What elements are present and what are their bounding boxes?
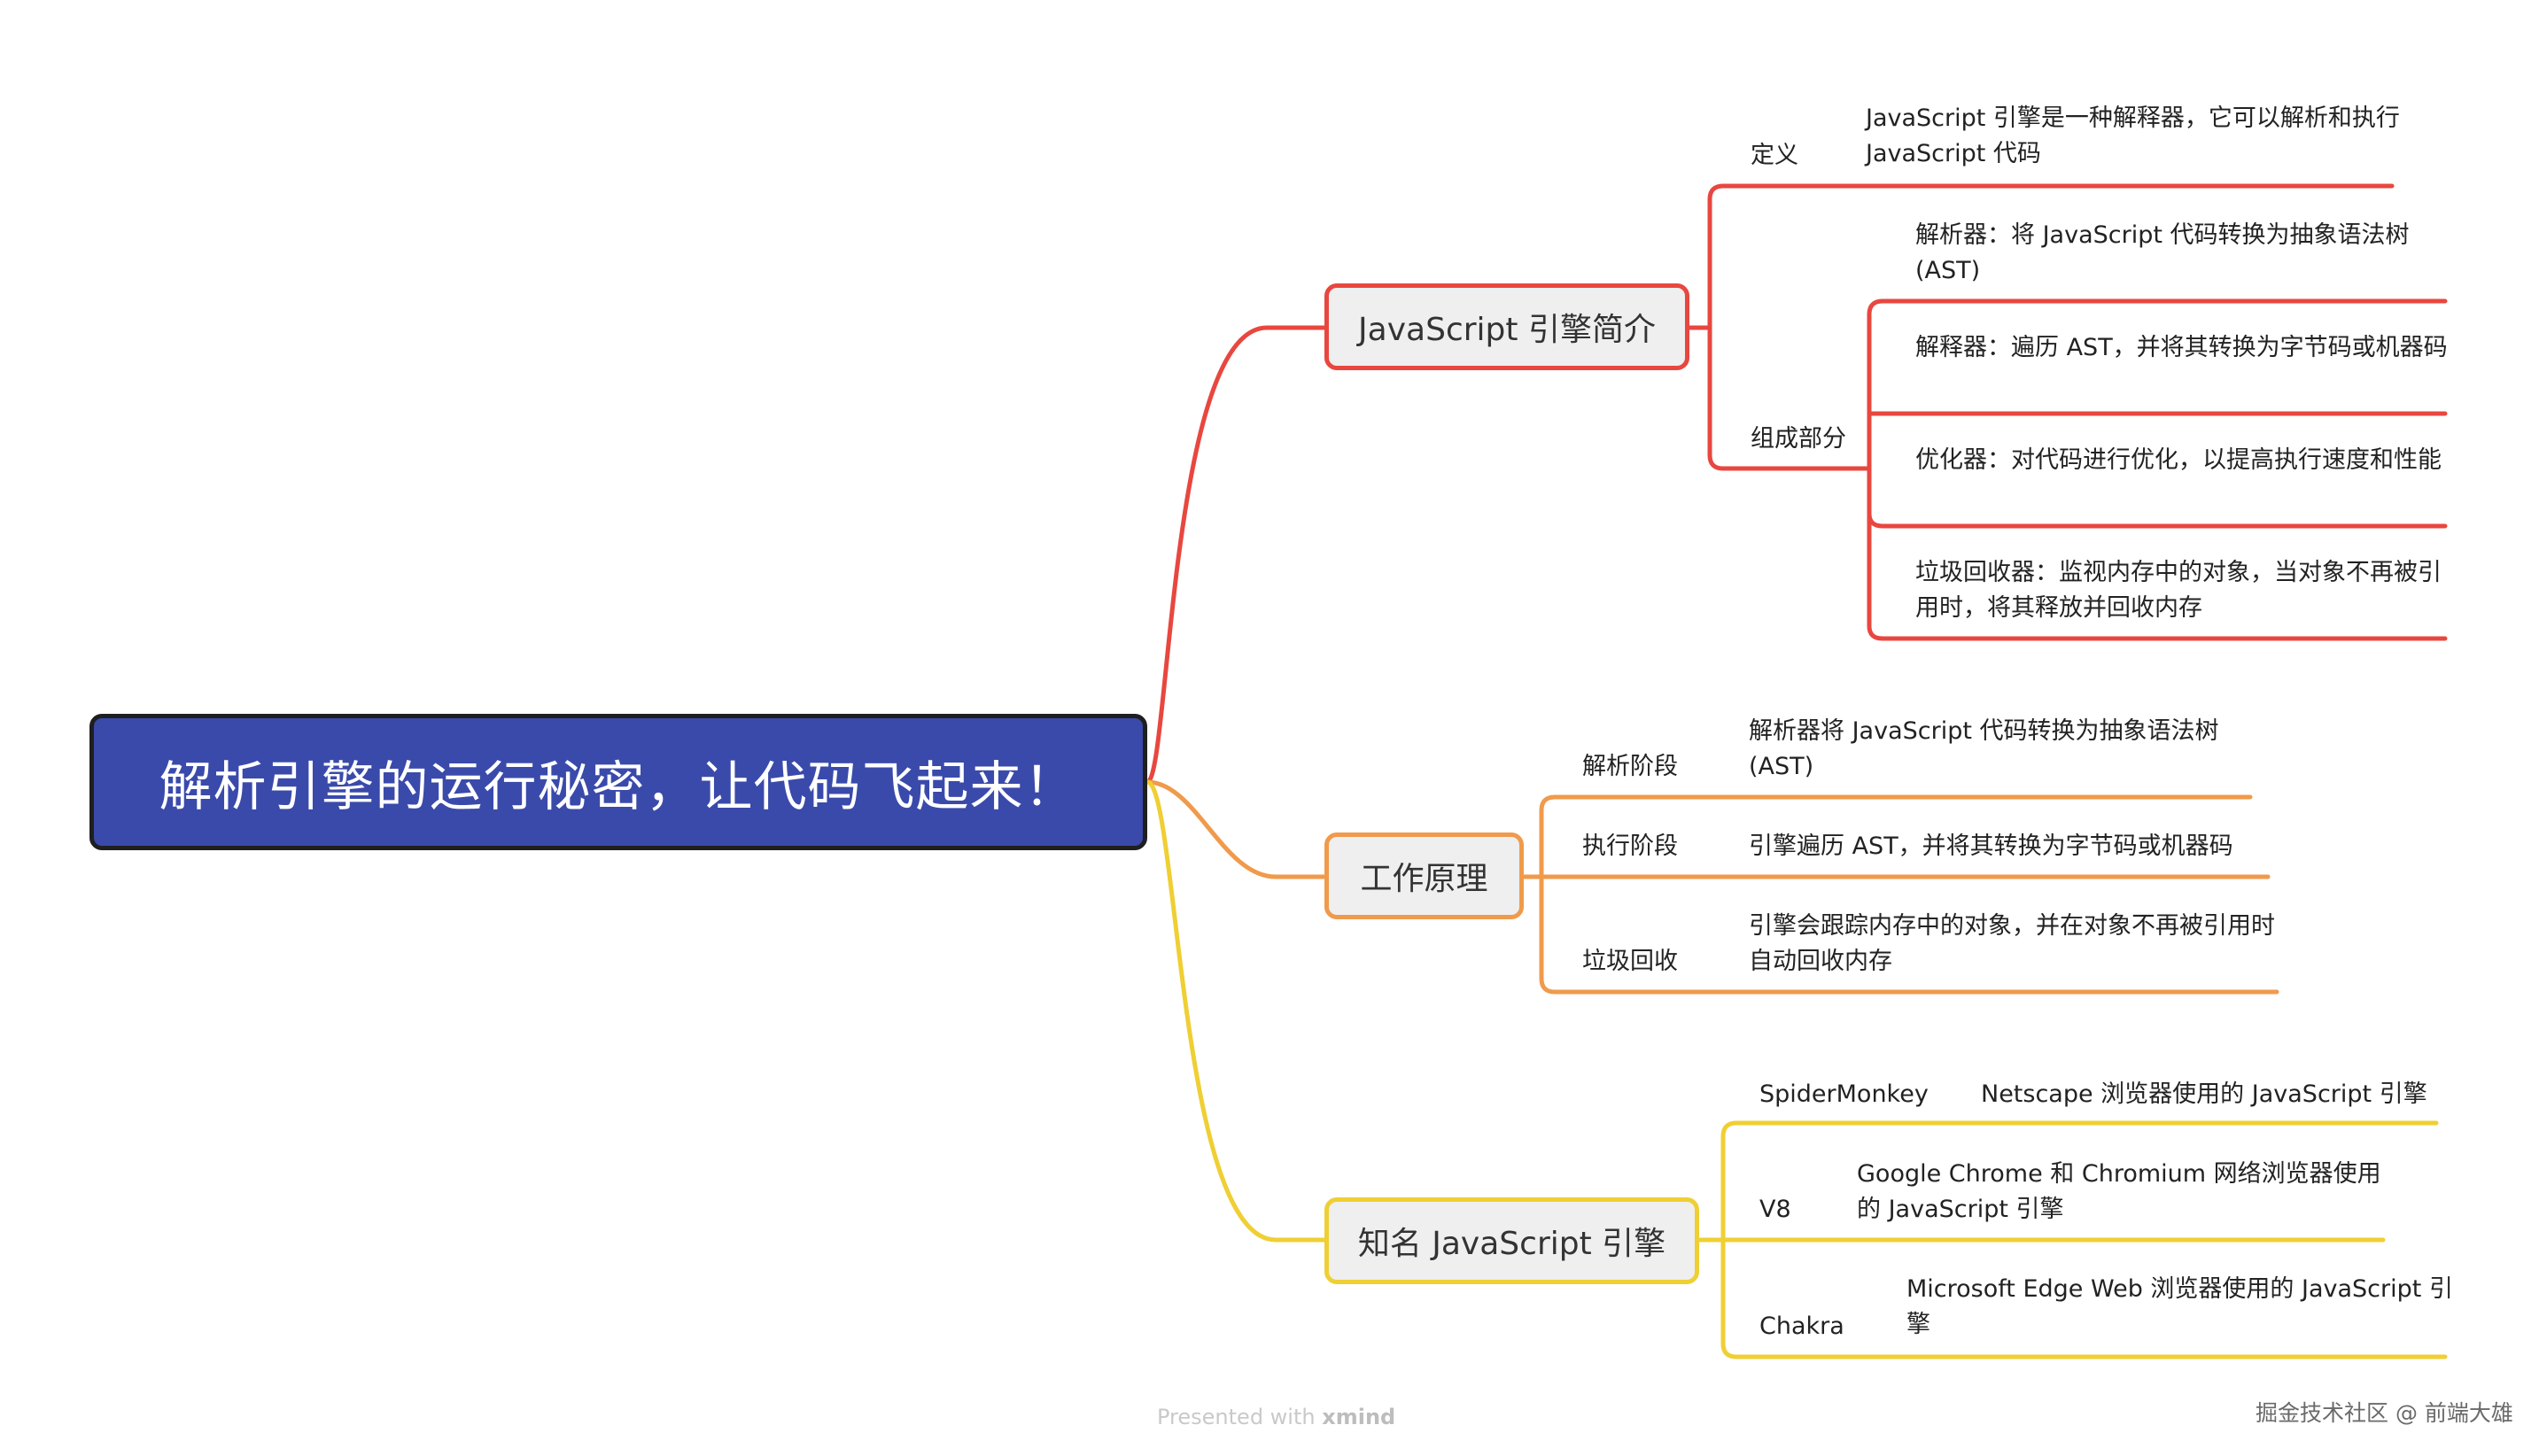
connector-line	[1145, 779, 1327, 879]
connector-line	[1145, 325, 1327, 785]
root-title: 解析引擎的运行秘密，让代码飞起来！	[159, 755, 1078, 818]
subtopic-label-chakra: Chakra	[1759, 1313, 1844, 1340]
presented-with-xmind: Presented with xmind	[1157, 1405, 1396, 1429]
subtopic-label-definition: 定义	[1751, 142, 1798, 169]
subtopic-label-gc: 垃圾回收	[1582, 948, 1678, 975]
connector-line	[1707, 183, 2395, 330]
component-parser: 解析器：将 JavaScript 代码转换为抽象语法树 (AST)	[1915, 221, 2410, 284]
chakra-text: Microsoft Edge Web 浏览器使用的 JavaScript 引擎	[1906, 1275, 2453, 1338]
connector-line	[1720, 1237, 2448, 1359]
component-gc: 垃圾回收器：监视内存中的对象，当对象不再被引用时，将其释放并回收内存	[1915, 559, 2442, 622]
v8-text: Google Chrome 和 Chromium 网络浏览器使用的 JavaSc…	[1857, 1160, 2381, 1223]
xmind-brand: xmind	[1322, 1405, 1396, 1429]
subtopic-label-parse-phase: 解析阶段	[1582, 753, 1678, 780]
exec-phase-text: 引擎遍历 AST，并将其转换为字节码或机器码	[1749, 833, 2233, 860]
gc-text: 引擎会跟踪内存中的对象，并在对象不再被引用时自动回收内存	[1749, 912, 2275, 975]
root-topic[interactable]: 解析引擎的运行秘密，让代码飞起来！	[89, 714, 1147, 850]
topic-title: 知名 JavaScript 引擎	[1357, 1226, 1666, 1262]
connector-line	[1539, 874, 2279, 995]
topic-title: JavaScript 引擎简介	[1358, 312, 1656, 348]
component-interpreter: 解释器：遍历 AST，并将其转换为字节码或机器码	[1915, 334, 2448, 361]
subtopic-label-exec-phase: 执行阶段	[1582, 833, 1678, 860]
topic-title: 工作原理	[1360, 861, 1488, 897]
subtopic-label-v8: V8	[1759, 1196, 1791, 1223]
parse-phase-text: 解析器将 JavaScript 代码转换为抽象语法树 (AST)	[1749, 717, 2219, 780]
connector-line	[1867, 298, 2448, 471]
subtopic-label-components: 组成部分	[1751, 425, 1846, 453]
spidermonkey-text: Netscape 浏览器使用的 JavaScript 引擎	[1981, 1080, 2427, 1108]
connector-line	[1707, 325, 1872, 471]
component-optimizer: 优化器：对代码进行优化，以提高执行速度和性能	[1915, 446, 2442, 474]
watermark: 掘金技术社区 @ 前端大雄	[2256, 1400, 2513, 1426]
connector-line	[1145, 779, 1327, 1243]
connector-line	[1867, 466, 2448, 641]
connector-line	[1539, 794, 2253, 879]
topic-famous-engines[interactable]: 知名 JavaScript 引擎	[1324, 1197, 1699, 1284]
subtopic-label-spidermonkey: SpiderMonkey	[1759, 1080, 1929, 1108]
connector-line	[1720, 1120, 2439, 1243]
topic-how-it-works[interactable]: 工作原理	[1324, 833, 1524, 919]
subtopic-definition-text: JavaScript 引擎是一种解释器，它可以解析和执行 JavaScript …	[1866, 105, 2400, 167]
topic-js-engine-intro[interactable]: JavaScript 引擎简介	[1324, 283, 1689, 370]
